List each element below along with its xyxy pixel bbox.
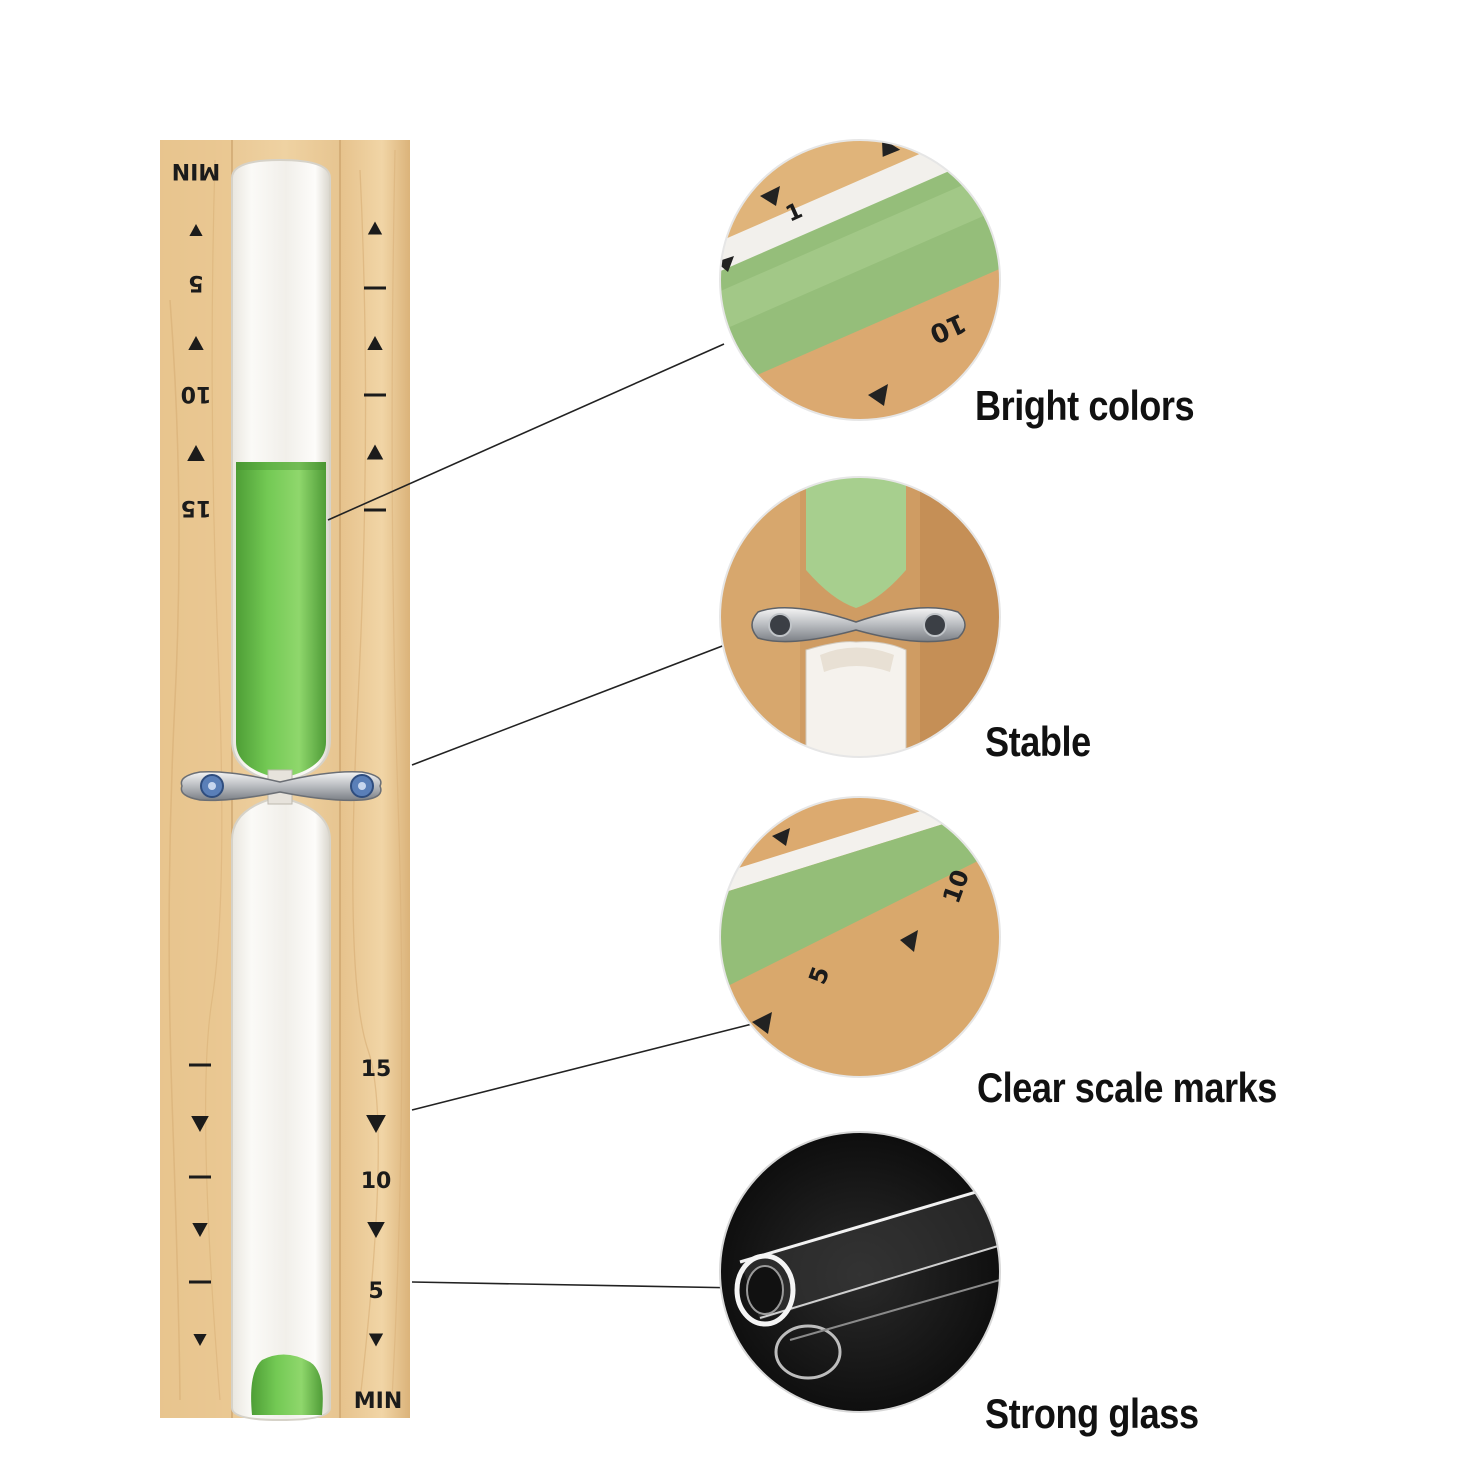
tick-mark [189, 1175, 211, 1179]
scale-number: 15 [361, 1057, 392, 1082]
scale-number: 10 [181, 381, 212, 406]
callout-line [411, 1021, 761, 1111]
triangle-up-icon [367, 336, 383, 350]
scale-number: 10 [361, 1169, 392, 1194]
feature-label-strong-glass: Strong glass [985, 1390, 1199, 1437]
unit-label-top: MIN [172, 158, 221, 183]
triangle-down-icon [192, 1223, 208, 1237]
callout-lines [327, 343, 765, 1289]
unit-label-bottom: MIN [354, 1389, 403, 1414]
callout-line [411, 1281, 743, 1289]
tick-mark [189, 1280, 211, 1284]
triangle-down-icon [366, 1115, 386, 1133]
tick-mark [364, 508, 386, 512]
metal-clamp [180, 770, 382, 802]
closeup-strong-glass [719, 1131, 1001, 1413]
feature-label-clear-scale-marks: Clear scale marks [977, 1064, 1277, 1111]
lower-glass-bulb [231, 799, 331, 1422]
triangle-down-icon [367, 1222, 385, 1238]
scale-number: 15 [181, 495, 212, 520]
tick-mark [189, 1063, 211, 1067]
triangle-up-icon [367, 221, 383, 235]
tick-mark [364, 393, 386, 397]
callout-line [327, 343, 725, 521]
triangle-down-icon [191, 1116, 209, 1132]
triangle-up-icon [366, 444, 384, 460]
triangle-down-icon [368, 1333, 384, 1347]
sand-upper [236, 462, 326, 776]
tick-mark [364, 286, 386, 290]
triangle-up-icon [189, 224, 203, 236]
scale-marks [187, 221, 386, 1347]
sand-timer: MIN 5 10 15 15 10 5 MIN [160, 140, 410, 1422]
closeup-bright-colors: 1 10 [719, 139, 1001, 421]
triangle-down-icon [193, 1334, 207, 1346]
callout-line [411, 629, 765, 766]
closeup-scale-marks: 10 5 [719, 796, 1001, 1078]
scale-number: 5 [368, 1279, 383, 1304]
triangle-up-icon [187, 445, 205, 461]
scale-number: 5 [188, 270, 203, 295]
feature-label-stable: Stable [985, 718, 1091, 765]
sand-lower [251, 1354, 323, 1415]
feature-label-bright-colors: Bright colors [975, 382, 1195, 429]
closeup-stable [719, 476, 1001, 758]
triangle-up-icon [188, 336, 204, 350]
